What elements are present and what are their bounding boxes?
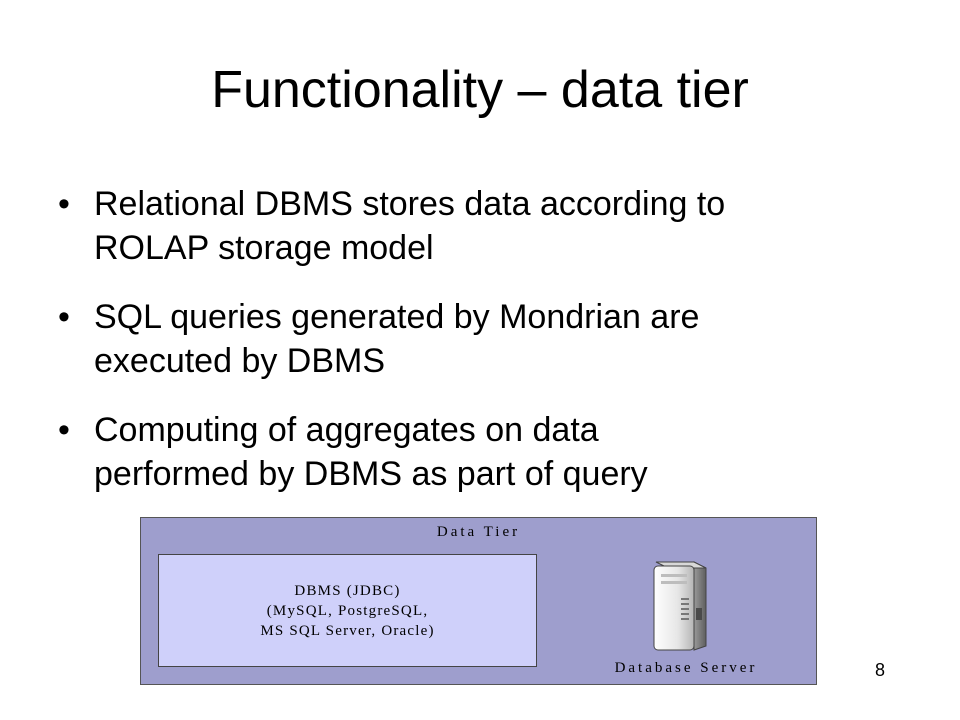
bullet-dot: • [58, 298, 70, 336]
bullet-line: executed by DBMS [94, 342, 386, 380]
bullet-item: • Relational DBMS stores data according … [58, 182, 908, 270]
data-tier-diagram: Data Tier DBMS (JDBC) (MySQL, PostgreSQL… [140, 517, 817, 685]
dbms-line: DBMS (JDBC) [294, 582, 401, 599]
slide-title: Functionality – data tier [211, 61, 749, 119]
bullet-item: • Computing of aggregates on data perfor… [58, 408, 908, 496]
slide-number: 8 [875, 660, 886, 680]
server-label: Database Server [614, 660, 758, 676]
bullet-line: Relational DBMS stores data according to [94, 185, 726, 223]
bullet-line: performed by DBMS as part of query [94, 455, 648, 493]
dbms-box: DBMS (JDBC) (MySQL, PostgreSQL, MS SQL S… [158, 554, 537, 667]
bullet-line: SQL queries generated by Mondrian are [94, 298, 700, 336]
bullet-list: • Relational DBMS stores data according … [58, 182, 908, 521]
bullet-dot: • [58, 185, 70, 223]
dbms-text: DBMS (JDBC) (MySQL, PostgreSQL, MS SQL S… [260, 581, 434, 641]
bullet-dot: • [58, 411, 70, 449]
dbms-line: (MySQL, PostgreSQL, [266, 602, 429, 619]
server-tower-icon [653, 561, 707, 651]
bullet-line: ROLAP storage model [94, 229, 434, 267]
bullet-line: Computing of aggregates on data [94, 411, 599, 449]
dbms-line: MS SQL Server, Oracle) [260, 622, 435, 639]
bullet-item: • SQL queries generated by Mondrian are … [58, 295, 908, 383]
tier-label: Data Tier [436, 524, 521, 540]
